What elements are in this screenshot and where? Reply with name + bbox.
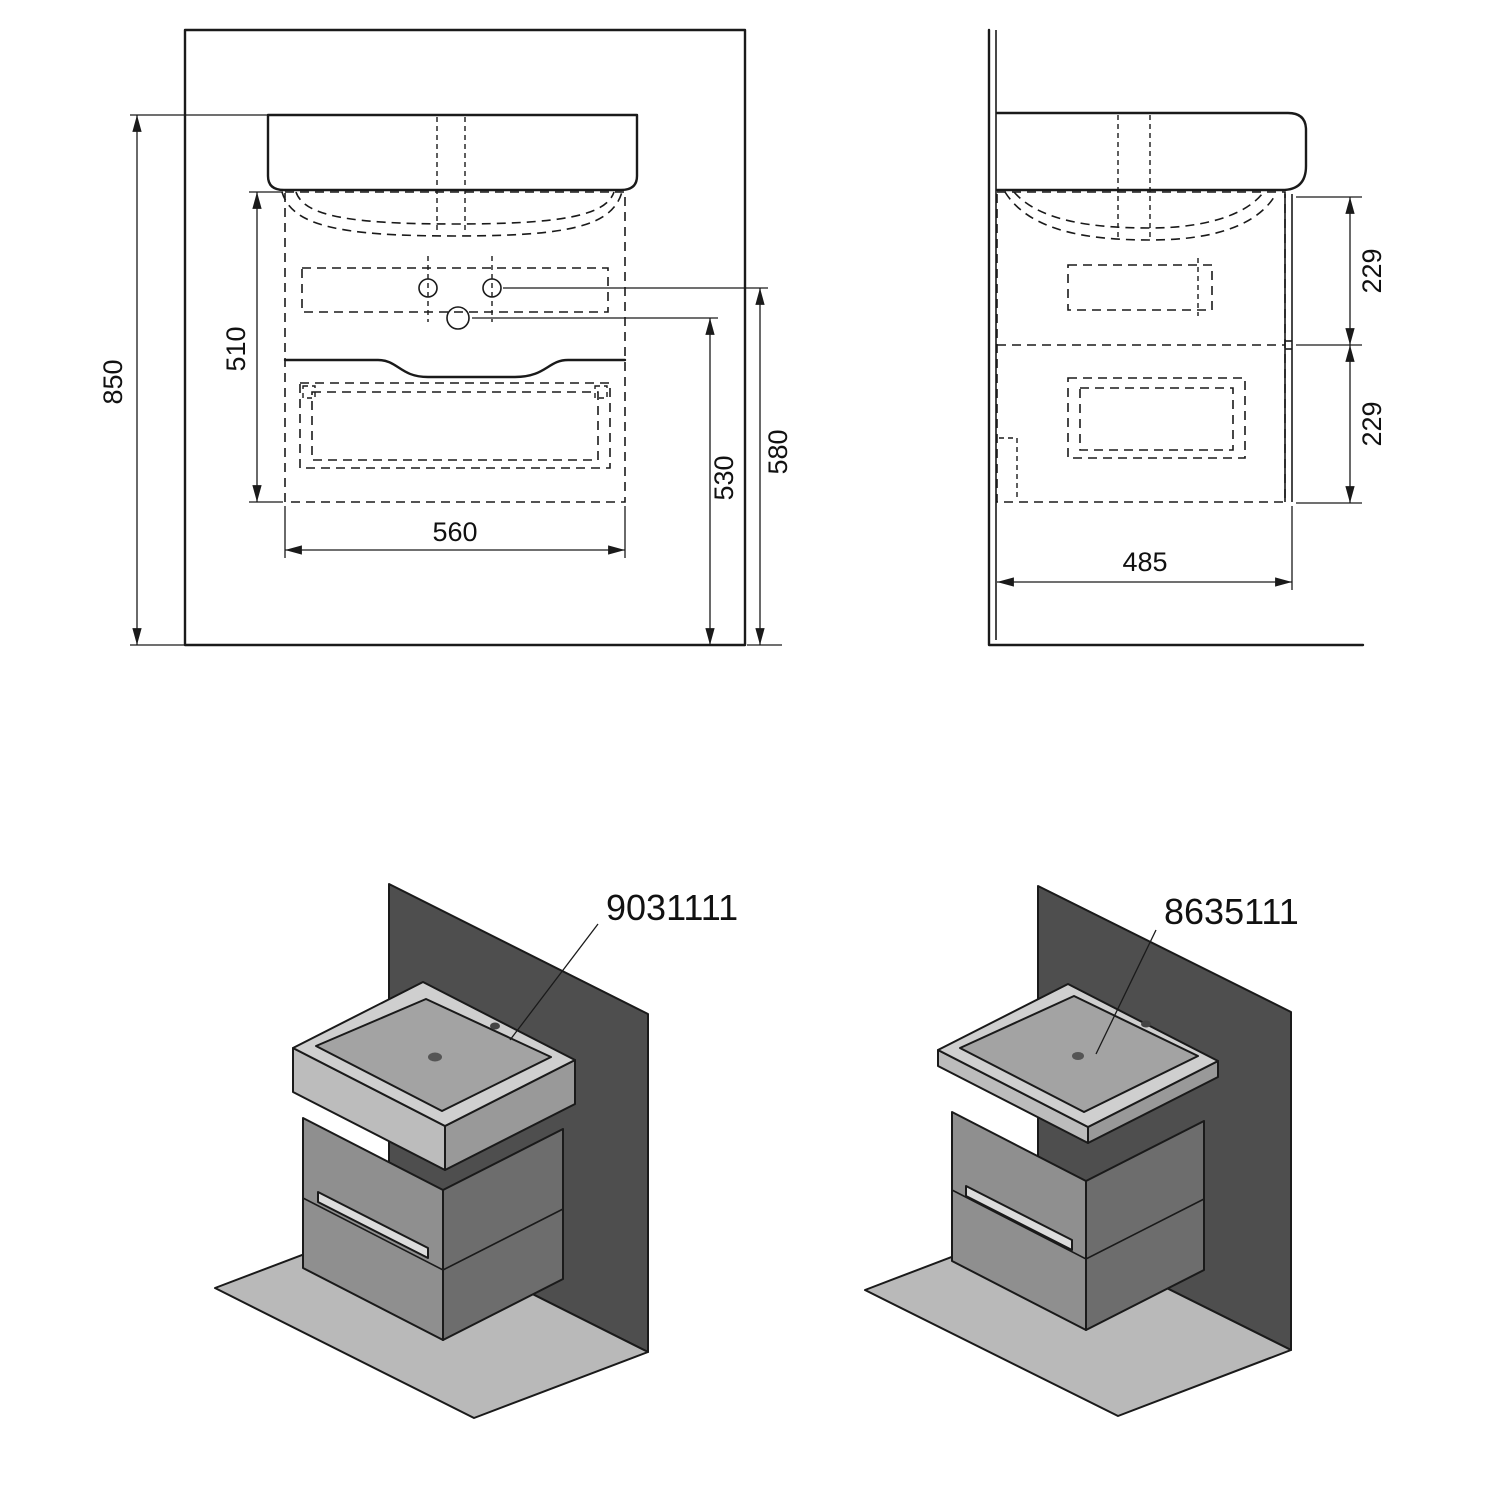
dim-lower-drawer-height: 229 xyxy=(1296,345,1387,504)
dim-depth: 485 xyxy=(997,506,1293,590)
dim-cabinet-width-label: 560 xyxy=(432,517,477,547)
dim-lower-drawer-height-label: 229 xyxy=(1357,401,1387,446)
side-washbasin-outline xyxy=(995,111,1308,192)
side-upper-drawer-hidden-box xyxy=(1067,264,1213,311)
iso-right-tap-hole xyxy=(1141,1020,1151,1028)
front-runner-bracket-right xyxy=(594,385,608,399)
front-washbasin-outline xyxy=(266,113,639,192)
dim-overall-height-label: 850 xyxy=(98,359,128,404)
iso-left-leader-line xyxy=(509,923,599,1041)
dim-overall-height: 850 xyxy=(98,114,268,646)
side-view: 229 229 485 xyxy=(987,28,1387,647)
iso-right-drain-hole xyxy=(1072,1052,1084,1060)
side-bottom-bracket xyxy=(999,437,1018,500)
iso-right-drawer-split-line xyxy=(951,1189,1205,1260)
front-upper-drawer-hidden-box xyxy=(301,267,609,313)
dim-upper-drawer-height: 229 xyxy=(1296,196,1387,346)
front-basin-bowl-inner-hidden-line xyxy=(295,191,615,225)
front-drain-hole xyxy=(446,306,470,330)
front-lower-drawer-inner-hidden-box xyxy=(311,391,599,461)
side-wall-and-floor-line xyxy=(987,28,1365,647)
front-mount-hole-left xyxy=(418,278,438,298)
front-view: 850 510 560 530 580 xyxy=(98,28,793,647)
iso-left-tap-hole xyxy=(490,1022,500,1030)
front-mount-hole-right xyxy=(482,278,502,298)
front-basin-bowl-hidden-line xyxy=(281,191,623,237)
front-back-panel xyxy=(183,28,747,647)
product-code-left: 9031111 xyxy=(606,887,738,928)
side-basin-bowl-inner-hidden-line xyxy=(1013,191,1263,229)
dim-basin-hole-height: 530 xyxy=(472,317,739,645)
side-lower-drawer-inner-hidden-box xyxy=(1079,387,1234,451)
dim-cabinet-width: 560 xyxy=(284,506,626,558)
front-lower-drawer-hidden-box xyxy=(299,382,611,469)
front-cabinet-hidden-outline xyxy=(284,191,626,503)
dim-upper-drawer-height-label: 229 xyxy=(1357,248,1387,293)
iso-right-drawer-handle xyxy=(965,1185,1073,1251)
isometric-view-left: 9031111 xyxy=(214,883,738,1419)
iso-left-drawer-split-line xyxy=(302,1197,564,1271)
dim-cabinet-height-label: 510 xyxy=(221,326,251,371)
iso-left-drawer-handle xyxy=(317,1191,429,1259)
dim-tap-hole-height-label: 580 xyxy=(763,429,793,474)
front-drawer-handle-wave xyxy=(283,358,627,379)
product-code-right: 8635111 xyxy=(1164,891,1299,932)
iso-left-drain-hole xyxy=(428,1052,442,1062)
dim-basin-hole-height-label: 530 xyxy=(709,455,739,500)
dim-cabinet-height: 510 xyxy=(221,191,283,503)
iso-right-leader-line xyxy=(1095,929,1157,1055)
dim-depth-label: 485 xyxy=(1122,547,1167,577)
side-cabinet-hidden-outline xyxy=(996,191,1286,503)
side-lower-drawer-hidden-box xyxy=(1067,377,1246,459)
isometric-view-right: 8635111 xyxy=(864,885,1299,1417)
front-runner-bracket-left xyxy=(302,385,316,399)
dim-tap-hole-height: 580 xyxy=(503,287,793,646)
side-basin-bowl-hidden-line xyxy=(1004,191,1277,241)
